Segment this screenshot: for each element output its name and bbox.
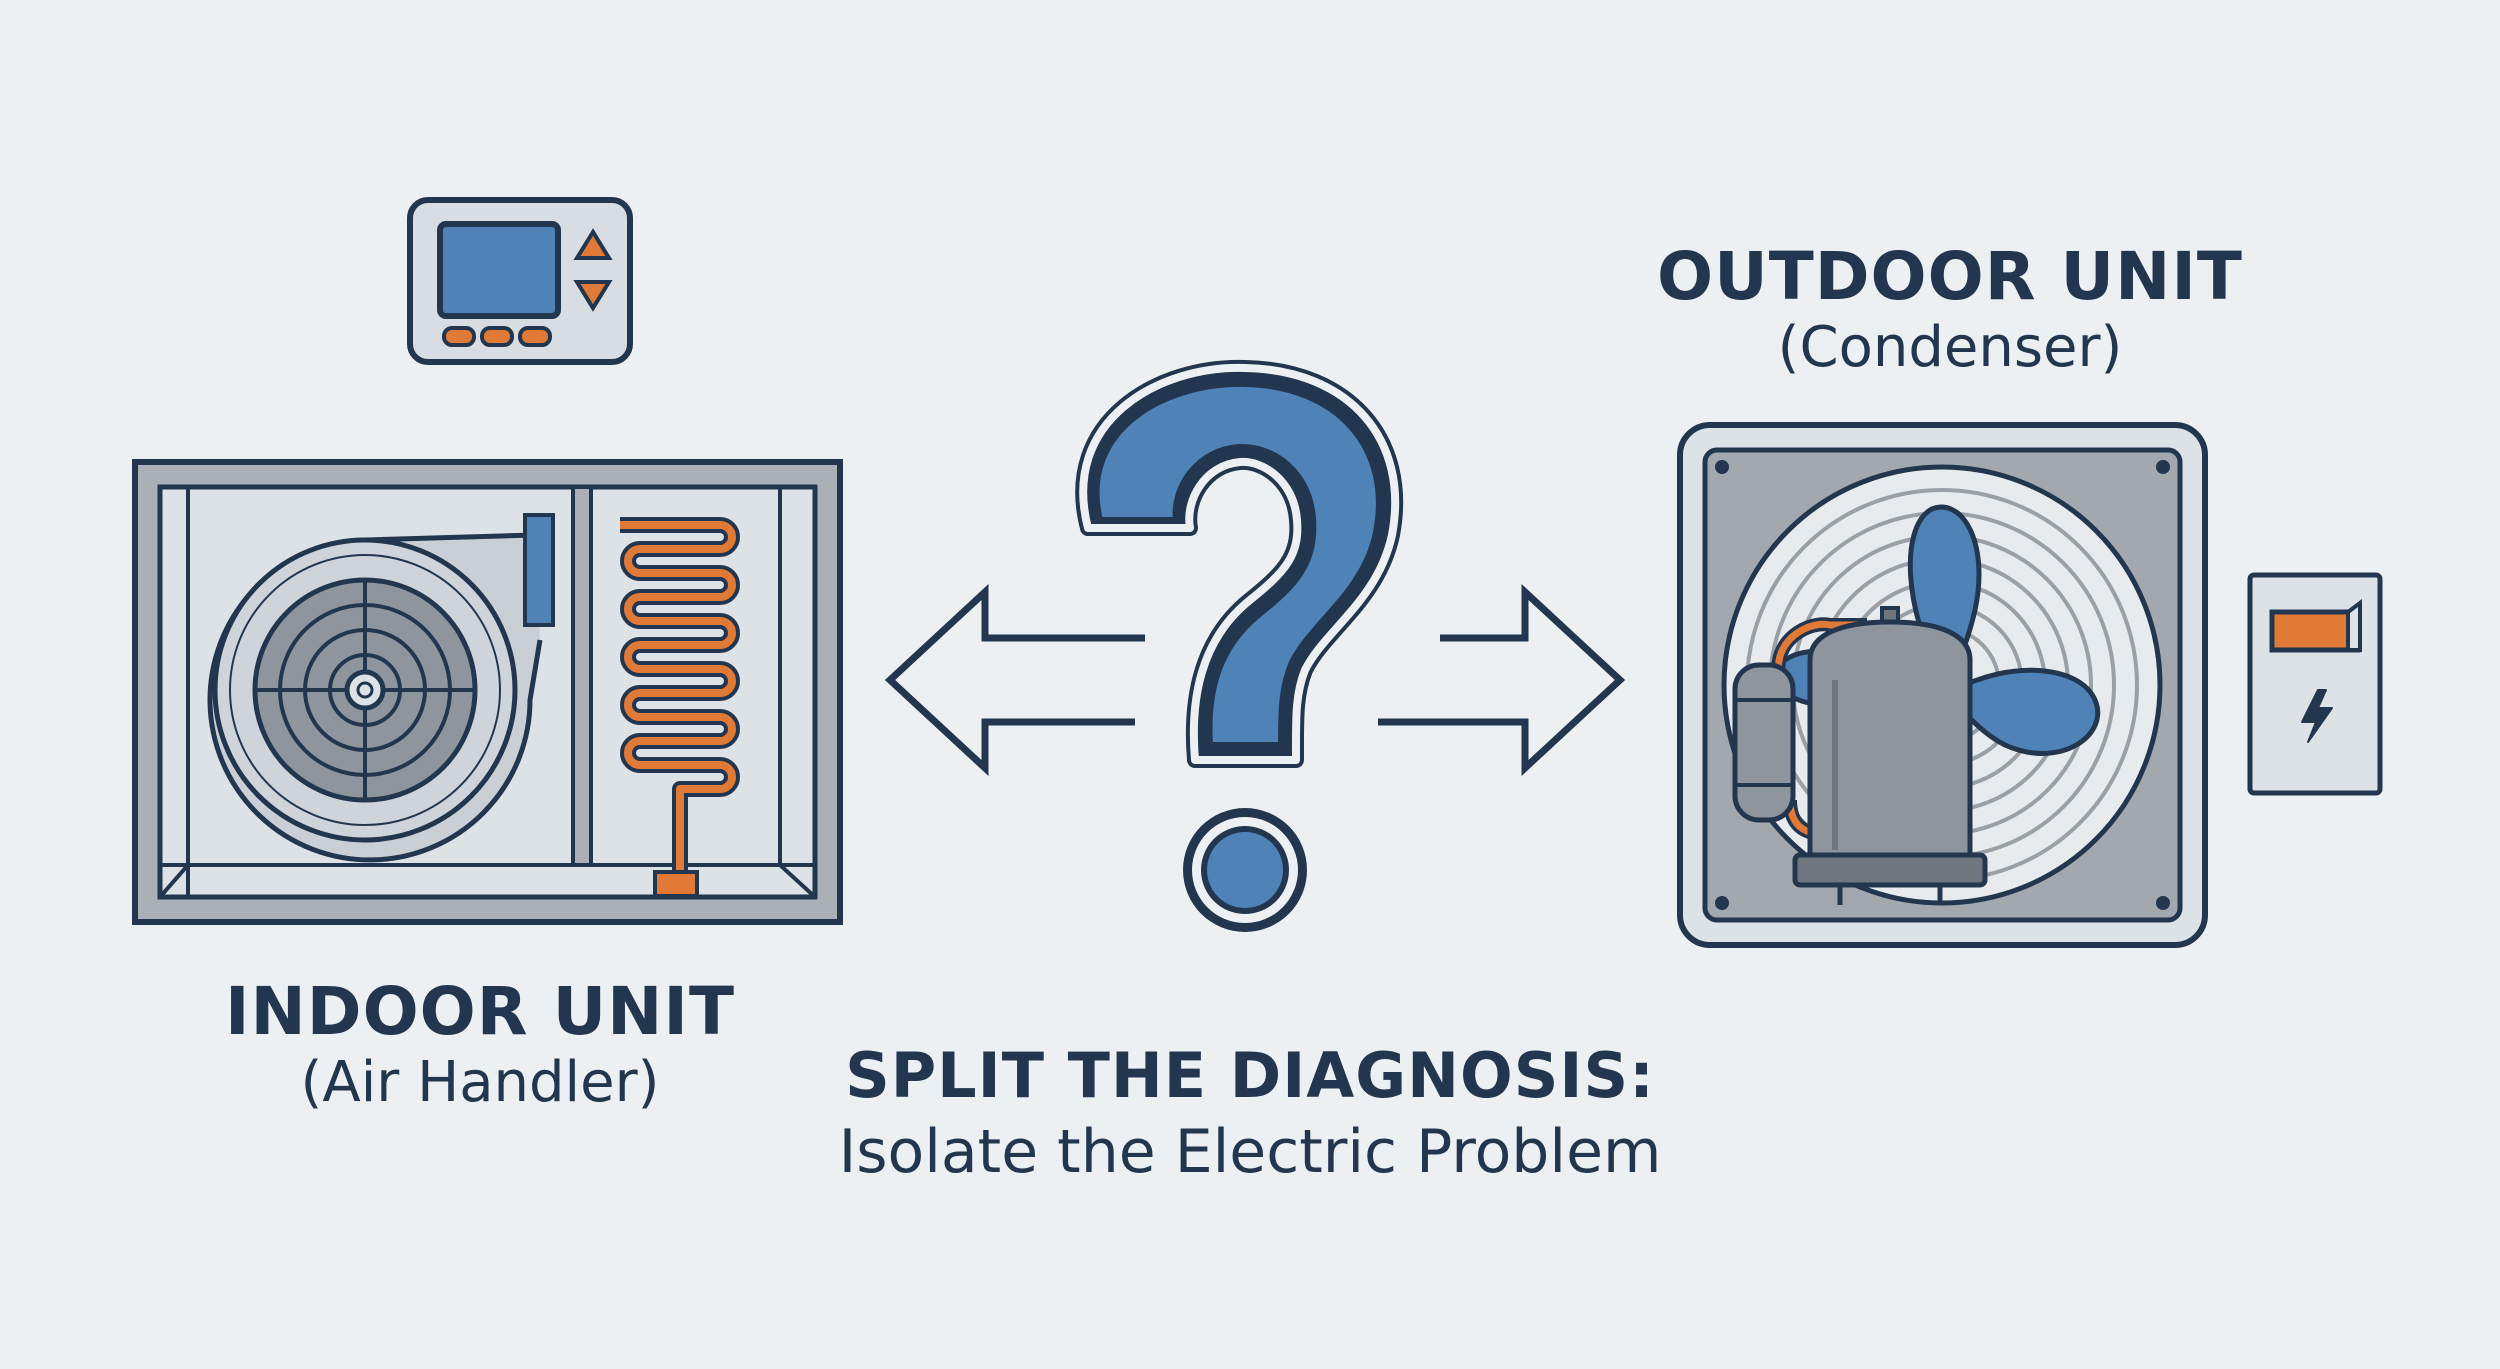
blower-fan: [207, 532, 543, 863]
question-mark-icon: [1075, 359, 1404, 932]
compressor: [1792, 606, 1988, 905]
outdoor-unit-subtitle: (Condenser): [1777, 315, 2123, 380]
right-arrow: [1378, 583, 1626, 777]
indoor-unit-illustration: [132, 459, 843, 925]
caption-subtitle: Isolate the Electric Problem: [838, 1117, 1662, 1187]
indoor-unit-title: INDOOR UNIT: [225, 973, 735, 1050]
outdoor-unit-title: OUTDOOR UNIT: [1657, 238, 2243, 315]
accumulator-tank: [1732, 662, 1796, 823]
electrical-disconnect-icon: [2247, 572, 2383, 796]
indoor-unit-subtitle: (Air Handler): [300, 1050, 660, 1115]
outdoor-unit-illustration: [1677, 422, 2208, 948]
left-arrow: [884, 583, 1145, 777]
evaporator-coil: [620, 517, 740, 898]
thermostat-icon: [407, 197, 633, 365]
outdoor-unit-label: OUTDOOR UNIT (Condenser): [1630, 240, 2270, 382]
diagnosis-caption: SPLIT THE DIAGNOSIS: Isolate the Electri…: [740, 1038, 1760, 1190]
indoor-unit-label: INDOOR UNIT (Air Handler): [200, 975, 760, 1117]
caption-title: SPLIT THE DIAGNOSIS:: [845, 1039, 1655, 1112]
